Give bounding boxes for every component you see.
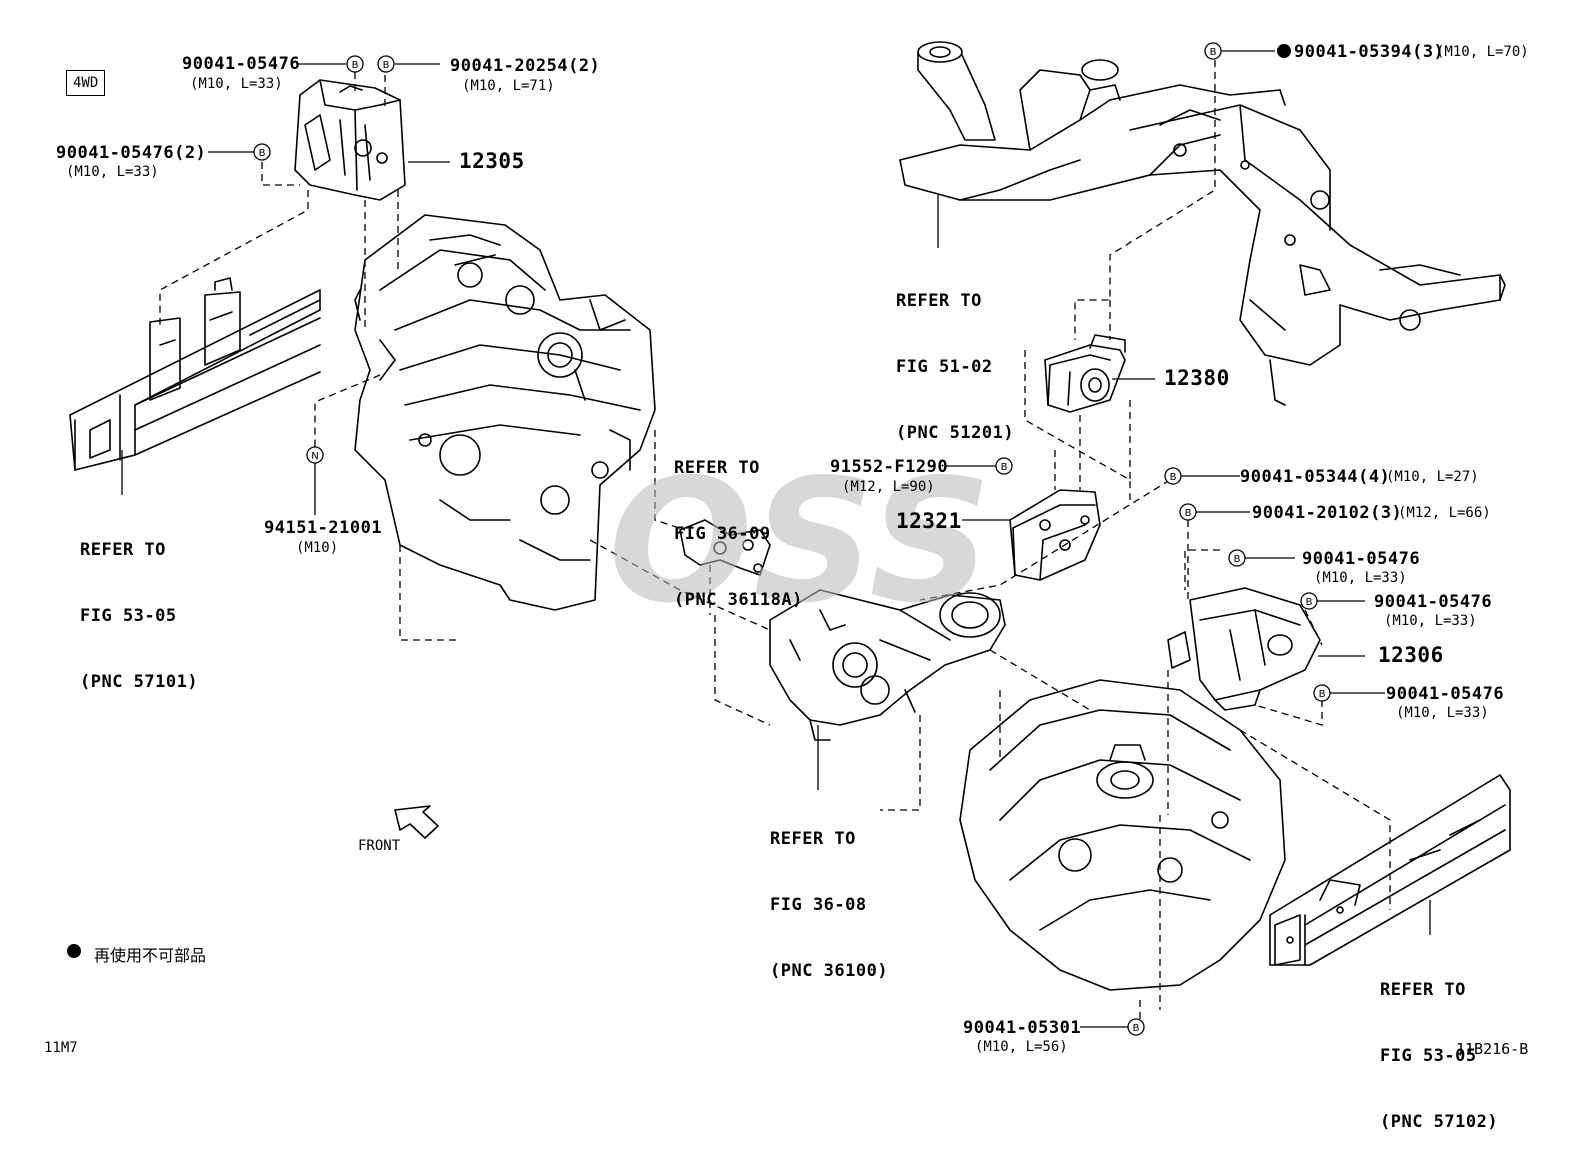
legend-dot-icon bbox=[67, 944, 81, 958]
callout-spec: (M10, L=33) bbox=[1314, 570, 1407, 586]
refer-line: FIG 36-08 bbox=[770, 895, 867, 915]
refer-line: FIG 53-05 bbox=[1380, 1046, 1477, 1066]
mount-12380-drawing bbox=[1044, 334, 1126, 413]
part-number-12380: 12380 bbox=[1164, 366, 1230, 390]
refer-line: FIG 36-09 bbox=[674, 524, 771, 544]
marker-b-text: B bbox=[352, 60, 359, 71]
callout-spec: (M10, L=33) bbox=[1384, 613, 1477, 629]
badge-4wd: 4WD bbox=[66, 70, 106, 96]
marker-b-text: B bbox=[1306, 597, 1313, 608]
mount-12306-drawing bbox=[1167, 587, 1321, 711]
callout-spec: (M12, L=90) bbox=[842, 479, 935, 495]
marker-n-1 bbox=[306, 446, 324, 464]
refer-line: REFER TO bbox=[674, 458, 760, 478]
marker-b-text: B bbox=[1234, 554, 1241, 565]
legend-text: 再使用不可部品 bbox=[94, 946, 207, 965]
part-number-12321: 12321 bbox=[896, 509, 962, 533]
refer-36118a: REFER TO FIG 36-09 (PNC 36118A) bbox=[674, 413, 803, 633]
front-label: FRONT bbox=[358, 838, 401, 854]
marker-b-5 bbox=[995, 457, 1013, 475]
part-number-12306: 12306 bbox=[1378, 643, 1444, 667]
bolt-markers bbox=[253, 42, 1331, 1036]
callout-spec: (M10, L=27) bbox=[1386, 469, 1479, 485]
marker-b-9 bbox=[1300, 592, 1318, 610]
diagram-drawing: B B B B B B B B B B B N OSS bbox=[67, 41, 1511, 1036]
callout-part: 90041-20254(2) bbox=[450, 56, 601, 76]
refer-line: (PNC 36118A) bbox=[674, 590, 803, 610]
refer-line: (PNC 57101) bbox=[80, 672, 199, 692]
marker-b-text: B bbox=[1319, 689, 1326, 700]
marker-b-11 bbox=[1127, 1018, 1145, 1036]
engine-block-drawing bbox=[354, 214, 656, 611]
callout-spec: (M10, L=33) bbox=[1396, 705, 1489, 721]
callout-spec: (M10) bbox=[296, 540, 339, 556]
front-arrow bbox=[394, 805, 439, 839]
marker-b-text: B bbox=[1185, 508, 1192, 519]
refer-line: (PNC 36100) bbox=[770, 961, 889, 981]
callout-part: 94151-21001 bbox=[264, 518, 383, 538]
callout-spec: (M10, L=33) bbox=[190, 76, 283, 92]
marker-b-text: B bbox=[1170, 472, 1177, 483]
footer-right: 11B216-B bbox=[1456, 1040, 1529, 1058]
bracket-36118a-drawing bbox=[679, 519, 771, 576]
marker-b-text: B bbox=[259, 148, 266, 159]
callout-part: 90041-05476 bbox=[1386, 684, 1505, 704]
refer-line: REFER TO bbox=[896, 291, 982, 311]
callout-spec: (M10, L=70) bbox=[1436, 44, 1529, 60]
refer-line: (PNC 57102) bbox=[1380, 1112, 1499, 1132]
part-number-12305: 12305 bbox=[459, 149, 525, 173]
marker-b-text: B bbox=[1210, 47, 1217, 58]
refer-line: REFER TO bbox=[770, 829, 856, 849]
callout-part: 90041-05301 bbox=[963, 1018, 1082, 1038]
refer-line: FIG 53-05 bbox=[80, 606, 177, 626]
refer-line: REFER TO bbox=[80, 540, 166, 560]
non-reusable-dot-icon bbox=[1277, 44, 1291, 58]
phantom-lines bbox=[159, 60, 1391, 1025]
callout-part: 91552-F1290 bbox=[830, 457, 949, 477]
left-frame-rail-drawing bbox=[69, 277, 321, 471]
callout-part: 90041-05394(3) bbox=[1294, 42, 1445, 62]
engine-mount-12305-drawing bbox=[294, 79, 406, 201]
marker-b-text: B bbox=[383, 60, 390, 71]
bracket-12321-drawing bbox=[1009, 489, 1101, 581]
marker-b-4 bbox=[1204, 42, 1222, 60]
watermark: OSS bbox=[608, 443, 991, 641]
marker-b-7 bbox=[1179, 503, 1197, 521]
callout-part: 90041-20102(3) bbox=[1252, 503, 1403, 523]
transfer-case-drawing bbox=[769, 589, 1006, 741]
crossmember-drawing bbox=[899, 41, 1506, 406]
refer-57101: REFER TO FIG 53-05 (PNC 57101) bbox=[80, 495, 198, 715]
footer-left: 11M7 bbox=[44, 1040, 78, 1056]
marker-b-2 bbox=[377, 55, 395, 73]
callout-part: 90041-05476(2) bbox=[56, 143, 207, 163]
leader-lines bbox=[121, 50, 1431, 1028]
refer-51201: REFER TO FIG 51-02 (PNC 51201) bbox=[896, 246, 1014, 466]
parts-diagram: B B B B B B B B B B B N OSS 4WD 90041-05… bbox=[44, 41, 1529, 1132]
refer-line: FIG 51-02 bbox=[896, 357, 993, 377]
callout-part: 90041-05476 bbox=[1374, 592, 1493, 612]
marker-b-8 bbox=[1228, 549, 1246, 567]
marker-b-10 bbox=[1313, 684, 1331, 702]
marker-n-text: N bbox=[311, 451, 318, 462]
right-frame-rail-drawing bbox=[1269, 774, 1511, 966]
marker-b-1 bbox=[346, 55, 364, 73]
marker-b-6 bbox=[1164, 467, 1182, 485]
callout-part: 90041-05344(4) bbox=[1240, 467, 1391, 487]
refer-line: (PNC 51201) bbox=[896, 423, 1015, 443]
marker-b-3 bbox=[253, 143, 271, 161]
marker-b-text: B bbox=[1001, 462, 1008, 473]
callout-spec: (M10, L=33) bbox=[66, 164, 159, 180]
marker-b-text: B bbox=[1133, 1023, 1140, 1034]
refer-line: REFER TO bbox=[1380, 980, 1466, 1000]
callout-spec: (M10, L=56) bbox=[975, 1039, 1068, 1055]
refer-36100: REFER TO FIG 36-08 (PNC 36100) bbox=[770, 784, 888, 1004]
callout-spec: (M12, L=66) bbox=[1398, 505, 1491, 521]
callout-part: 90041-05476 bbox=[182, 54, 301, 74]
callout-spec: (M10, L=71) bbox=[462, 78, 555, 94]
transmission-drawing bbox=[959, 679, 1286, 991]
callout-part: 90041-05476 bbox=[1302, 549, 1421, 569]
